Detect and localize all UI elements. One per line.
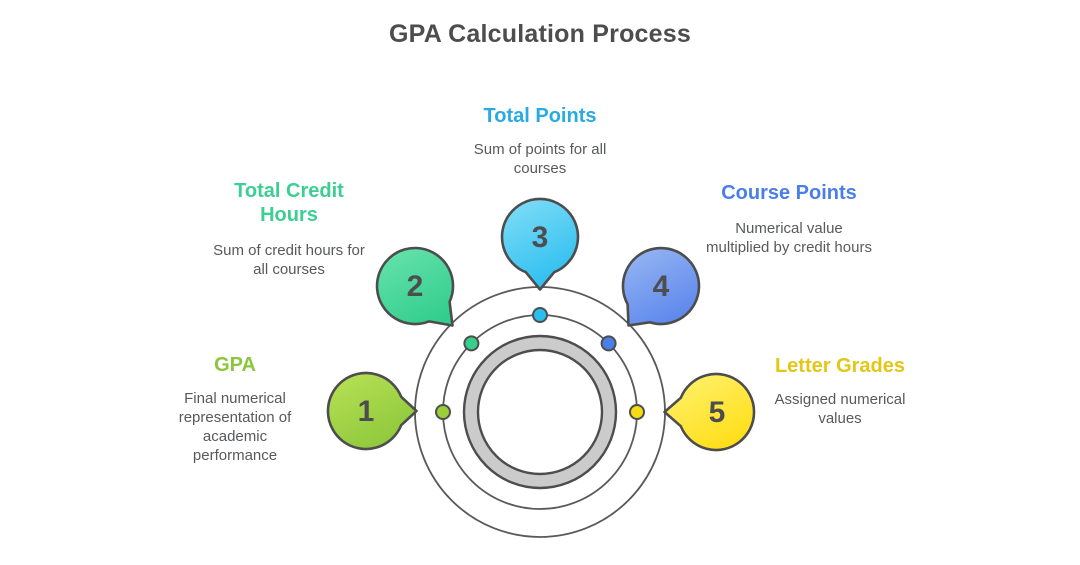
bubble-5 <box>663 372 756 452</box>
step-description-total-credit-hours: Sum of credit hours for all courses <box>213 242 365 278</box>
bubble-3 <box>500 197 580 291</box>
bubble-4 <box>621 246 701 327</box>
page-title: GPA Calculation Process <box>389 20 691 48</box>
step-description-gpa: Final numerical representation of academ… <box>178 390 292 464</box>
orbit-dot-3 <box>532 307 548 323</box>
bubble-2 <box>375 246 455 327</box>
bubble-1 <box>326 371 418 451</box>
step-description-letter-grades: Assigned numerical values <box>774 391 906 427</box>
gray-ring-inner <box>476 348 604 476</box>
bubble-5-number: 5 <box>709 396 726 429</box>
step-label-gpa: GPA <box>214 354 256 376</box>
step-description-course-points: Numerical value multiplied by credit hou… <box>706 220 872 256</box>
bubble-1-number: 1 <box>358 395 375 428</box>
bubble-2-number: 2 <box>407 270 424 303</box>
orbit-dot-2 <box>463 335 480 352</box>
orbit-dot-5 <box>629 404 645 420</box>
step-description-total-points: Sum of points for all courses <box>473 141 607 177</box>
orbit-dot-4 <box>600 335 617 352</box>
step-label-course-points: Course Points <box>721 182 857 204</box>
step-label-total-credit-hours: Total Credit Hours <box>234 180 344 226</box>
step-label-total-points: Total Points <box>483 105 597 127</box>
orbit-dot-1 <box>435 404 451 420</box>
bubble-3-number: 3 <box>532 221 549 254</box>
step-label-letter-grades: Letter Grades <box>774 355 906 377</box>
bubble-4-number: 4 <box>653 270 670 303</box>
